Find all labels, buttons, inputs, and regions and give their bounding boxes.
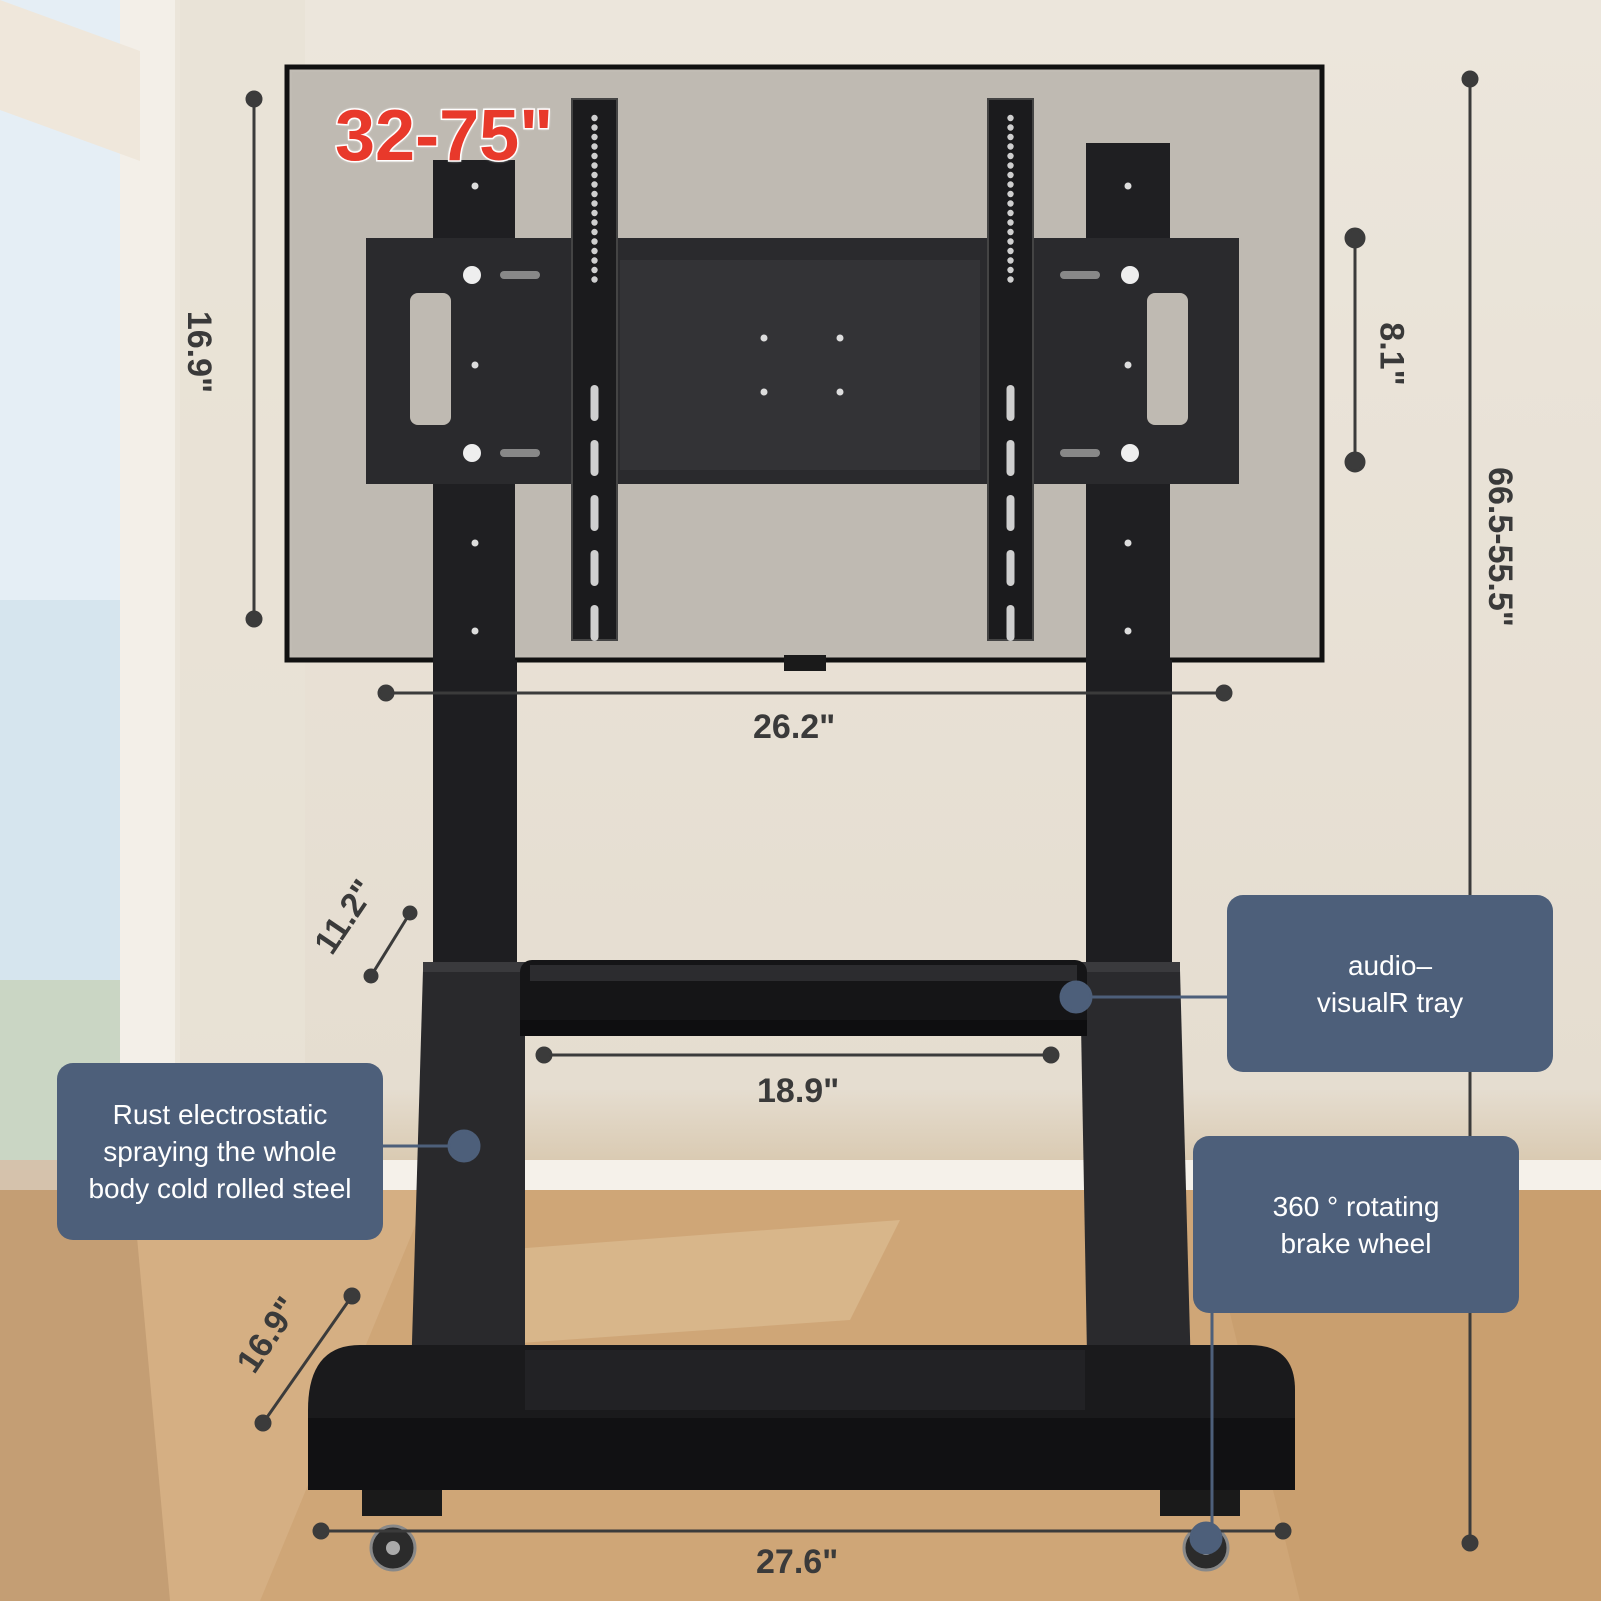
bracket-height-label: 8.1" xyxy=(1372,322,1411,386)
vesa-hole xyxy=(1007,219,1014,226)
vesa-hole xyxy=(1007,228,1014,236)
vesa-slot xyxy=(590,605,599,641)
mount-height-label: 16.9" xyxy=(180,310,219,394)
vesa-hole xyxy=(591,152,598,160)
wall-shadow xyxy=(0,1160,170,1601)
total-height-label: 66.5-55.5" xyxy=(1480,467,1519,627)
vesa-hole xyxy=(591,143,598,150)
vesa-hole xyxy=(591,133,598,141)
vesa-hole xyxy=(1007,257,1014,264)
vesa-hole xyxy=(591,238,598,245)
vesa-hole xyxy=(1007,143,1014,150)
lower-columns xyxy=(433,660,1172,970)
vesa-hole xyxy=(1007,209,1014,217)
vesa-slot xyxy=(1006,550,1015,586)
vesa-hole xyxy=(1007,152,1014,160)
vesa-holes xyxy=(590,114,1015,641)
vesa-hole xyxy=(1007,276,1014,283)
tray-callout: audio– visualR tray xyxy=(1227,895,1553,1072)
window xyxy=(0,0,305,1190)
vesa-slot xyxy=(1006,605,1015,641)
steel-callout-line3: body cold rolled steel xyxy=(88,1173,352,1204)
vesa-hole xyxy=(591,162,598,169)
wheel-callout-line1: 360 ° rotating xyxy=(1272,1190,1440,1222)
vesa-arms xyxy=(571,98,1034,641)
vesa-hole xyxy=(591,247,598,255)
steel-callout-line1: Rust electrostatic xyxy=(112,1099,328,1130)
vesa-slot xyxy=(590,550,599,586)
vesa-hole xyxy=(1007,124,1014,131)
vesa-hole xyxy=(591,219,598,226)
tray-callout-line2: visualR tray xyxy=(1316,986,1464,1018)
vesa-hole xyxy=(1007,247,1014,255)
vesa-hole xyxy=(591,276,598,283)
tray-callout-line1: audio– xyxy=(1347,949,1433,981)
vesa-hole xyxy=(1007,266,1014,274)
vesa-hole xyxy=(591,181,598,188)
vesa-hole xyxy=(591,257,598,264)
stand-base xyxy=(308,1345,1295,1490)
wheel-callout: 360 ° rotating brake wheel xyxy=(1193,1136,1519,1313)
vesa-hole xyxy=(1007,114,1014,122)
vesa-slot xyxy=(1006,440,1015,476)
vesa-hole xyxy=(591,190,598,198)
vesa-hole xyxy=(591,228,598,236)
vesa-hole xyxy=(1007,162,1014,169)
vesa-slot xyxy=(590,440,599,476)
size-range-label: 32-75" xyxy=(333,96,554,176)
vesa-hole xyxy=(591,200,598,207)
steel-callout-line2: spraying the whole xyxy=(103,1136,337,1167)
vesa-hole xyxy=(591,114,598,122)
vesa-hole xyxy=(591,266,598,274)
column-screws xyxy=(471,182,1132,635)
mount-width-label: 26.2" xyxy=(753,708,836,746)
vesa-hole xyxy=(591,171,598,179)
vesa-hole xyxy=(1007,200,1014,207)
mounting-bracket xyxy=(366,238,1239,484)
steel-callout: Rust electrostatic spraying the whole bo… xyxy=(57,1063,383,1240)
vesa-hole xyxy=(1007,133,1014,141)
vesa-hole xyxy=(1007,181,1014,188)
vesa-slot xyxy=(590,495,599,531)
dimension-lines xyxy=(245,70,1479,1552)
sleeve-columns xyxy=(410,962,1192,1410)
vesa-hole xyxy=(591,209,598,217)
vesa-hole xyxy=(1007,171,1014,179)
wheel-callout-line2: brake wheel xyxy=(1280,1227,1432,1259)
vesa-slot xyxy=(1006,495,1015,531)
av-tray xyxy=(520,960,1087,1036)
base-width-label: 27.6" xyxy=(756,1543,839,1581)
vesa-hole xyxy=(1007,238,1014,245)
vesa-hole xyxy=(591,124,598,131)
callout-leaders xyxy=(381,980,1230,1555)
vesa-hole xyxy=(1007,190,1014,198)
tray-width-label: 18.9" xyxy=(757,1072,840,1110)
vesa-slot xyxy=(1006,385,1015,421)
vesa-slot xyxy=(590,385,599,421)
